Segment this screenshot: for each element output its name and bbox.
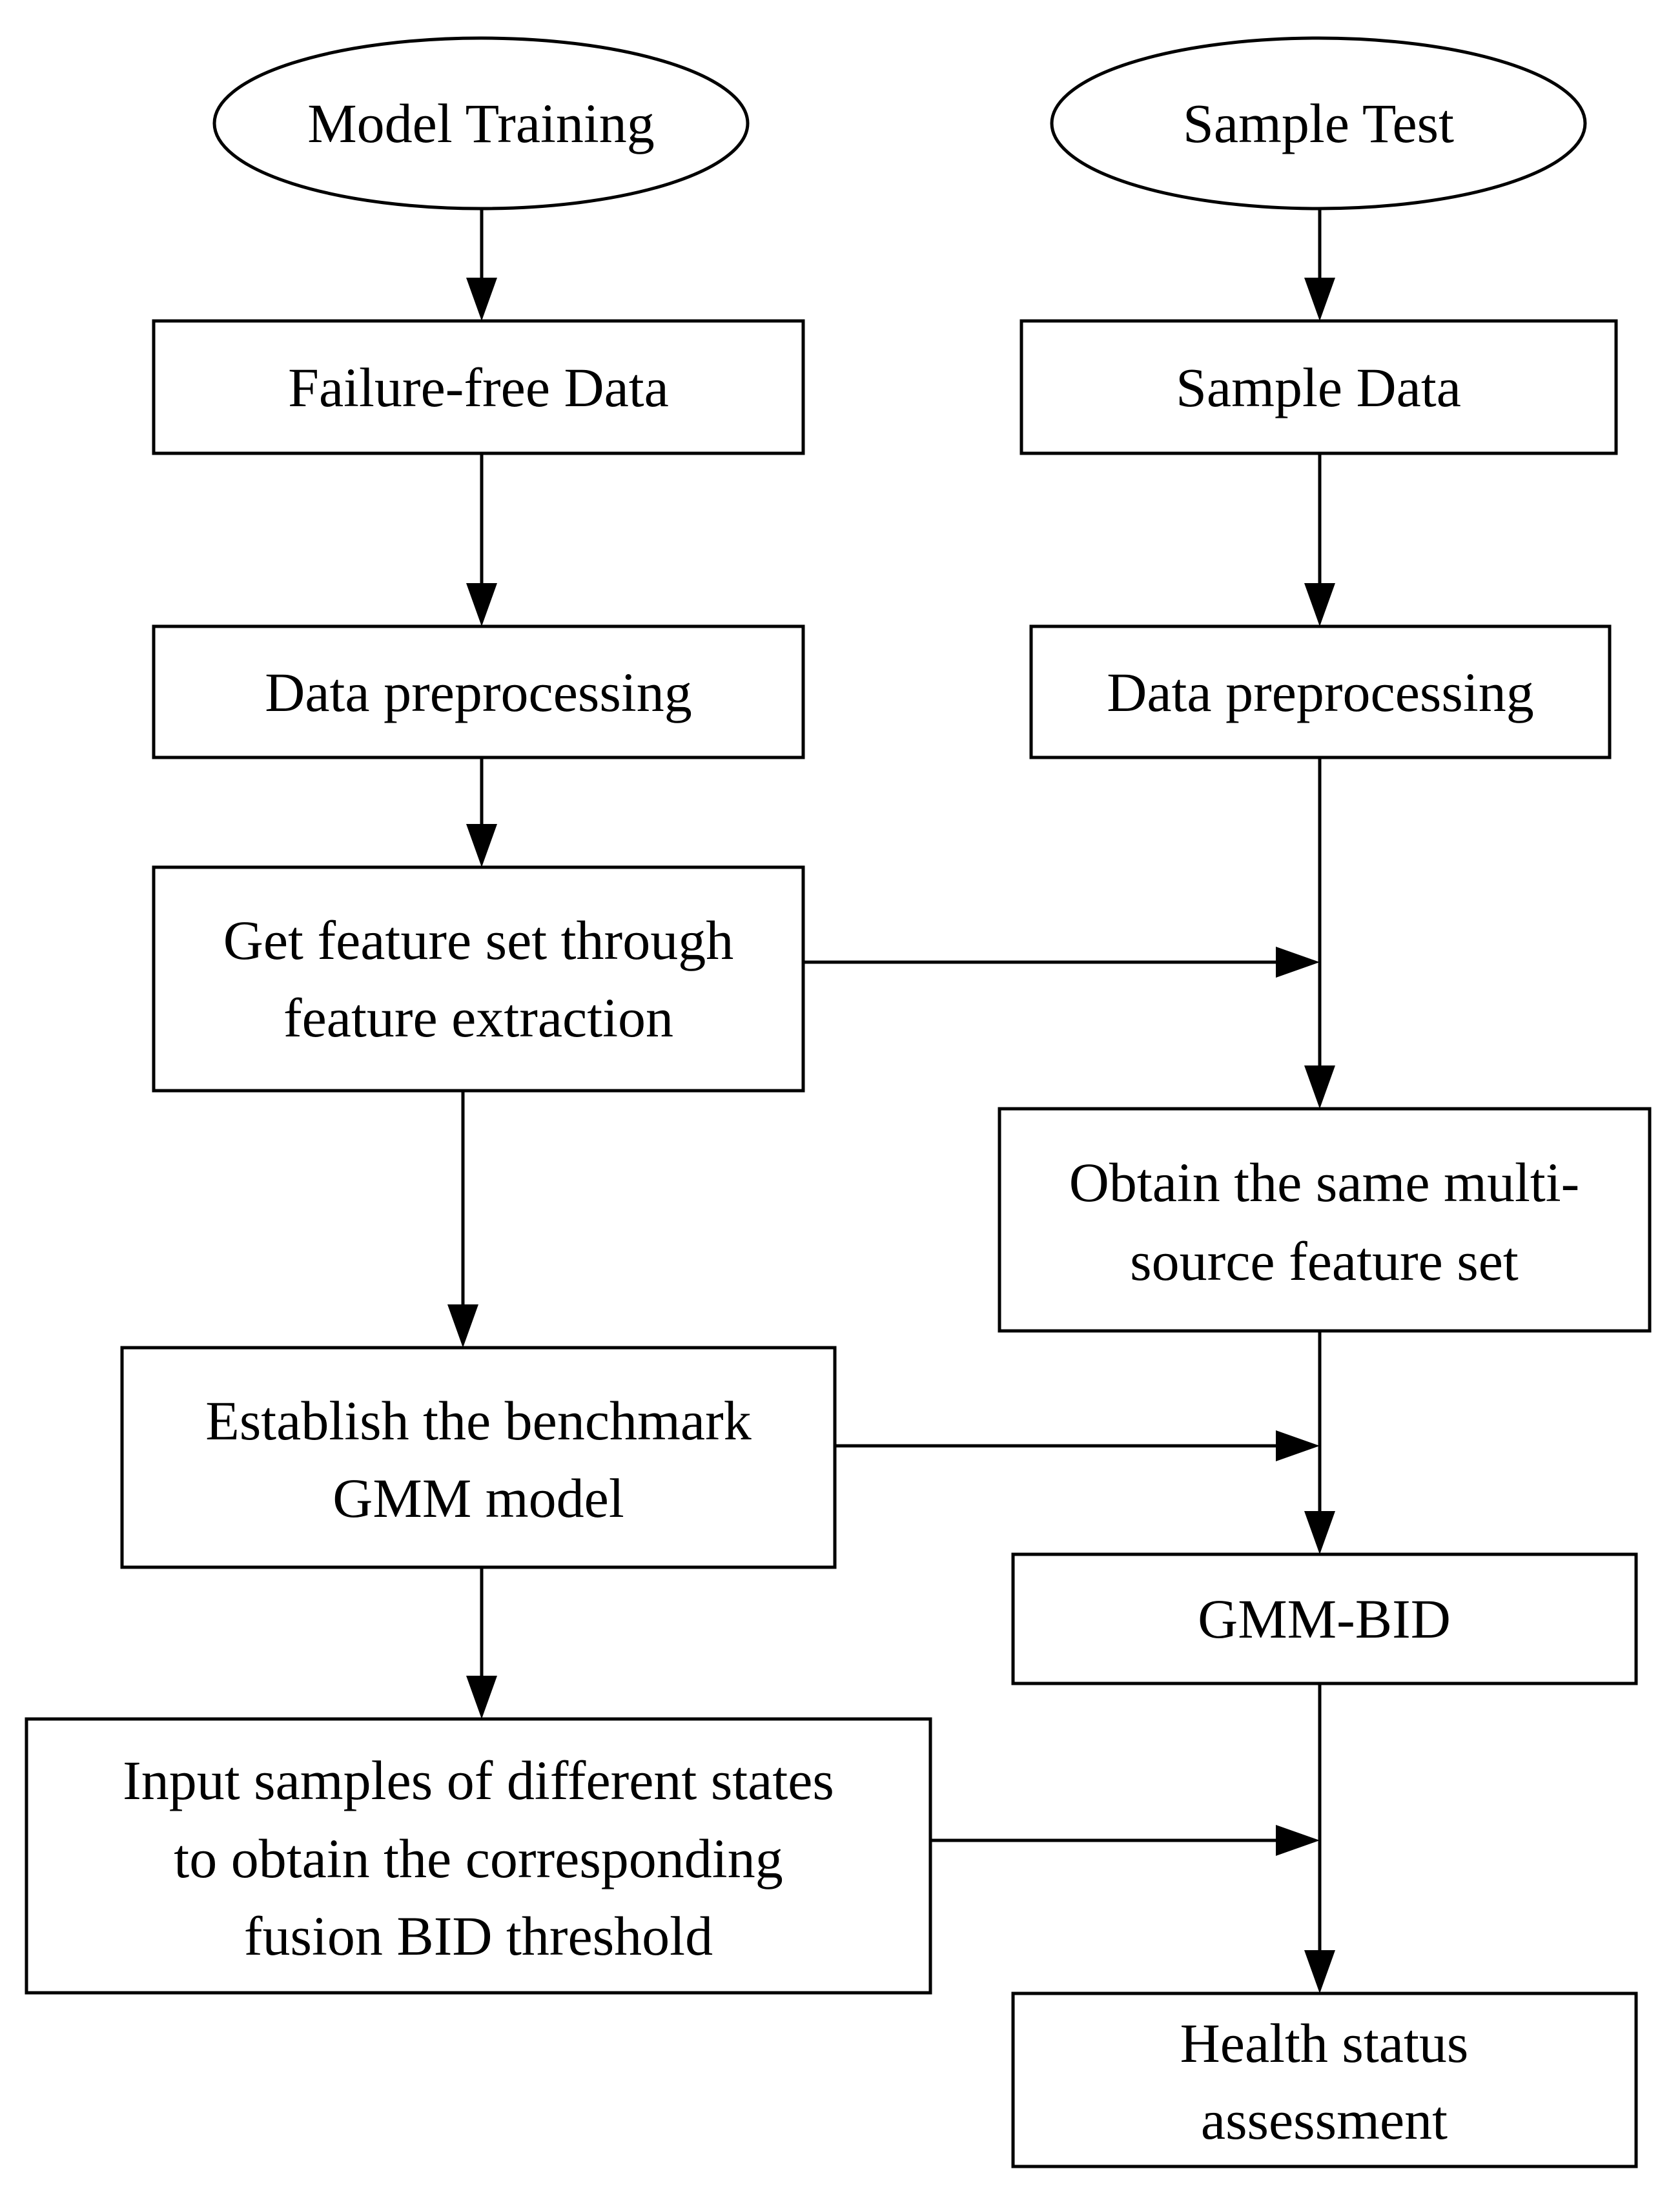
node-label: Data preprocessing [1107,661,1533,723]
arrow-data-preprocessing-to-multi-source-feature-set [1304,757,1335,1109]
node-label: GMM model [333,1467,624,1529]
node-label: Input samples of different states [123,1749,834,1811]
arrow-sample-data-to-data-preprocessing [1304,453,1335,626]
node-label: Data preprocessing [265,661,691,723]
node-label: Sample Data [1176,356,1461,418]
node-health-status: Health status assessment [1011,1991,1638,2168]
nodes: Model Training Sample Test Failure-free … [25,36,1652,2168]
node-label: source feature set [1130,1230,1519,1292]
node-label: Get feature set through [223,909,733,971]
edges [447,209,1335,1993]
arrow-model-training-to-failure-free-data [466,209,497,321]
node-label: Health status [1180,2012,1469,2074]
node-gmm-bid: GMM-BID [1011,1552,1638,1685]
node-sample-data: Sample Data [1019,319,1618,455]
node-feature-extraction: Get feature set through feature extracti… [152,865,805,1093]
node-label: assessment [1201,2089,1448,2151]
node-label: Obtain the same multi- [1069,1151,1580,1213]
arrow-failure-free-data-to-data-preprocessing [466,453,497,626]
node-label: fusion BID threshold [244,1905,713,1967]
node-label: GMM-BID [1198,1588,1451,1650]
node-failure-free-data: Failure-free Data [152,319,805,455]
node-data-preprocessing-left: Data preprocessing [152,624,805,759]
arrow-gmm-bid-to-health-status [1304,1683,1335,1993]
node-label: Model Training [307,92,655,154]
node-label: Establish the benchmark [205,1390,751,1452]
node-label: to obtain the corresponding [174,1827,783,1889]
arrow-sample-test-to-sample-data [1304,209,1335,321]
arrow-benchmark-gmm-to-right-branch [835,1430,1320,1461]
arrow-feature-extraction-to-benchmark-gmm [447,1091,478,1348]
node-benchmark-gmm: Establish the benchmark GMM model [120,1346,837,1569]
arrow-benchmark-gmm-to-bid-threshold [466,1567,497,1719]
node-model-training: Model Training [212,36,750,211]
arrow-data-preprocessing-to-feature-extraction [466,757,497,867]
node-bid-threshold: Input samples of different states to obt… [25,1717,932,1995]
node-data-preprocessing-right: Data preprocessing [1029,624,1612,759]
arrow-multi-source-feature-set-to-gmm-bid [1304,1331,1335,1554]
arrow-feature-extraction-to-right-branch [803,947,1320,978]
arrow-bid-threshold-to-right-branch [930,1825,1320,1856]
node-label: Sample Test [1183,92,1454,154]
node-sample-test: Sample Test [1050,36,1587,211]
node-label: feature extraction [283,987,673,1049]
node-label: Failure-free Data [288,356,669,418]
node-multi-source-feature-set: Obtain the same multi- source feature se… [998,1107,1652,1333]
